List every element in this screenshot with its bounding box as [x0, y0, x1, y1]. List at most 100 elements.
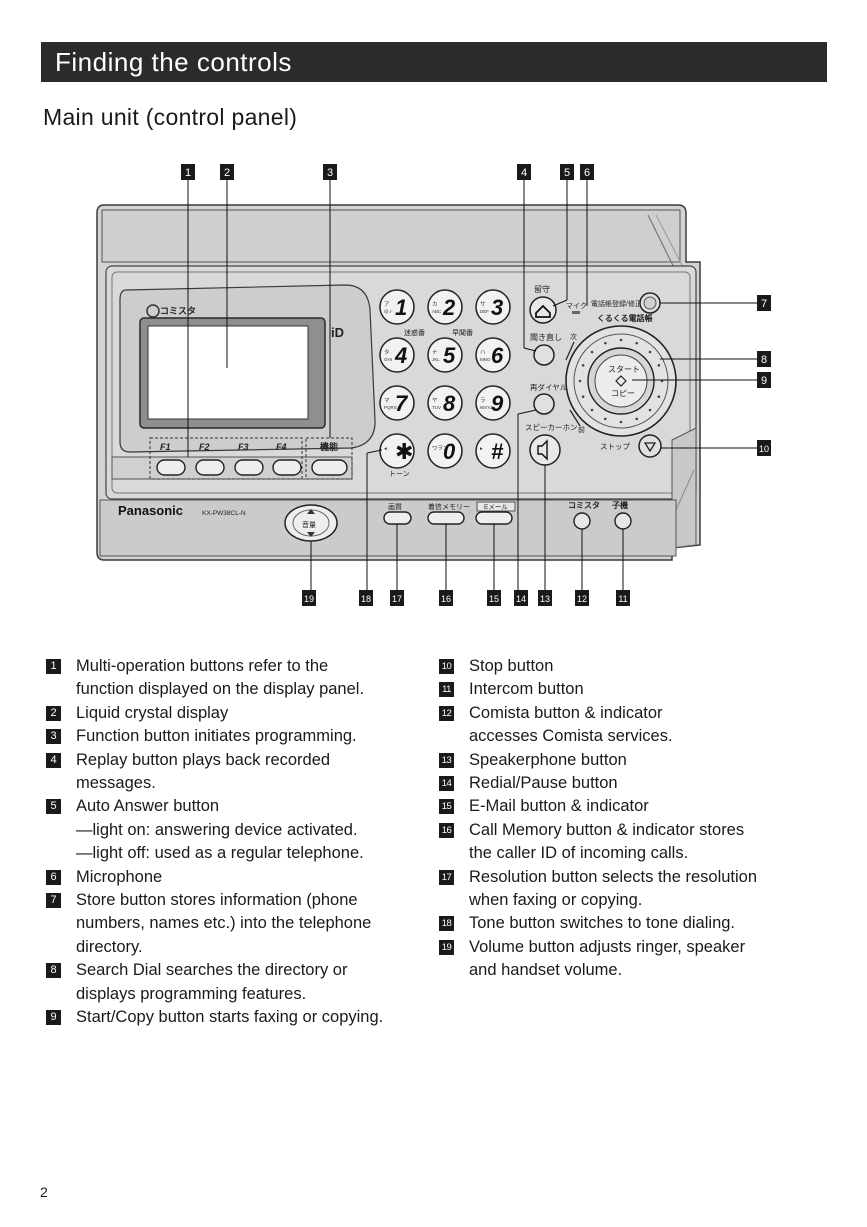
legend-number: 10 — [439, 659, 454, 674]
legend-text: directory. — [76, 937, 143, 956]
callout-box-13 — [538, 590, 552, 606]
legend-text: Stop button — [469, 657, 554, 675]
f1-button[interactable] — [156, 459, 186, 476]
speakerphone-button[interactable] — [529, 434, 561, 466]
function-key-label-2: F2 — [199, 442, 210, 452]
key-kana: ハ — [480, 350, 486, 356]
legend-text: Microphone — [76, 867, 163, 886]
legend-text: when faxing or copying. — [469, 891, 643, 910]
key-digit: ✱ — [395, 439, 413, 464]
legend-text: Store button stores information (phone — [76, 891, 358, 910]
key-10[interactable]: ◂✱ — [379, 433, 415, 469]
page-title: Finding the controls — [41, 42, 827, 82]
key-kana: ◂ — [384, 446, 387, 452]
dial-dot — [604, 417, 607, 421]
callout-number-6: 6 — [584, 167, 590, 179]
legend-text: Multi-operation buttons refer to the — [76, 657, 329, 675]
key-letters: TUV — [432, 405, 441, 410]
email-label: Eメール — [484, 504, 508, 511]
key-digit: 9 — [491, 391, 504, 416]
legend-number: 14 — [439, 776, 454, 792]
liquid-crystal-display — [147, 325, 309, 420]
volume-down-icon — [307, 532, 315, 537]
f2-button[interactable] — [195, 459, 225, 476]
comista-button[interactable] — [573, 512, 591, 530]
legend-text: Auto Answer button — [76, 797, 220, 816]
f4-button[interactable] — [272, 459, 302, 476]
key-kana: ヤ — [432, 398, 438, 404]
resolution-button[interactable] — [383, 511, 412, 525]
stop-button[interactable] — [638, 434, 662, 458]
section-title: Main unit (control panel) — [43, 104, 298, 130]
dial-dot — [635, 417, 638, 421]
legend-number: 1 — [46, 659, 61, 674]
key-letters: DEF — [480, 309, 489, 314]
legend-text: Start/Copy button starts faxing or copyi… — [76, 1008, 384, 1027]
legend-text: Search Dial searches the directory or — [76, 961, 348, 980]
callout-box-11 — [616, 590, 630, 606]
call-memory-button[interactable] — [427, 511, 465, 525]
replay-button[interactable] — [533, 344, 555, 366]
callout-box-2 — [220, 164, 234, 180]
answer-label: 留守 — [534, 284, 550, 294]
key-12[interactable]: ▸# — [475, 433, 511, 469]
brand-logo: Panasonic — [118, 503, 183, 518]
speaker-icon — [537, 439, 548, 461]
legend-text: E-Mail button & indicator — [469, 797, 649, 816]
callout-box-15 — [487, 590, 501, 606]
stop-label: ストップ — [600, 442, 630, 451]
legend-number: 13 — [439, 752, 454, 768]
intercom-button[interactable] — [614, 512, 632, 530]
legend-text: Call Memory button & indicator stores — [469, 820, 745, 839]
call-memory-label: 着信メモリー — [428, 502, 470, 511]
home-icon — [535, 304, 551, 318]
comista-label: コミスタ — [568, 500, 600, 510]
callout-box-16 — [439, 590, 453, 606]
key-kana: タ — [384, 348, 390, 356]
search-dial[interactable]: スタート コピー — [565, 325, 677, 437]
legend-text: Replay button plays back recorded — [76, 750, 331, 769]
key-1[interactable]: ア@./-1 — [379, 289, 415, 325]
legend-number: 7 — [46, 893, 61, 909]
callout-box-19 — [302, 590, 316, 606]
start-label: スタート — [608, 365, 640, 374]
dial-dot — [590, 350, 594, 354]
dial-dot — [657, 364, 661, 367]
start-copy-button[interactable] — [594, 354, 648, 408]
callout-number-9: 9 — [761, 375, 767, 387]
auto-answer-button[interactable] — [529, 296, 557, 324]
f3-button[interactable] — [234, 459, 264, 476]
redial-button[interactable] — [533, 393, 555, 415]
function-button[interactable] — [311, 459, 348, 476]
key-digit: 8 — [443, 391, 456, 416]
key-letters: MNO — [480, 357, 491, 362]
callout-box-9 — [757, 372, 771, 388]
email-button[interactable] — [475, 511, 513, 525]
dial-dot — [581, 364, 585, 367]
start-icon — [615, 375, 627, 387]
key-letters: @./- — [384, 309, 393, 314]
row-label-left: 迷惑番 — [404, 328, 425, 337]
callout-box-3 — [323, 164, 337, 180]
comista-logo: コミスタ — [160, 305, 196, 316]
legend-number: 9 — [46, 1010, 61, 1026]
function-key-label-1: F1 — [160, 442, 171, 452]
legend-text: the caller ID of incoming calls. — [469, 844, 689, 863]
legend-text: function displayed on the display panel. — [76, 680, 365, 699]
